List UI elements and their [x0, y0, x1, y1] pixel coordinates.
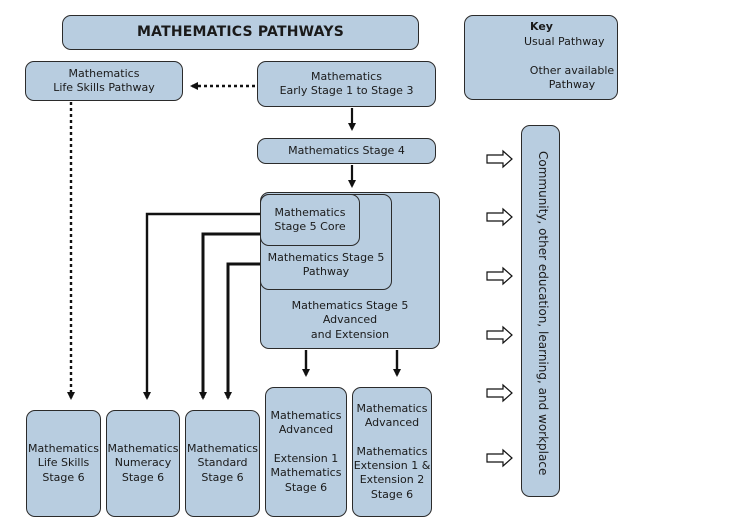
- hollow-arrow: [486, 207, 513, 227]
- key-usual-label: Usual Pathway: [524, 35, 605, 48]
- stage5-core-box: Mathematics Stage 5 Core: [260, 194, 360, 246]
- stage5-advanced-label: Mathematics Stage 5 Advanced and Extensi…: [291, 299, 409, 341]
- arrow-core-to-standard: [199, 232, 260, 400]
- key-heading: Key: [530, 20, 553, 33]
- numeracy-stage6-box: Mathematics Numeracy Stage 6: [106, 410, 180, 517]
- life-skills-pathway-box: Mathematics Life Skills Pathway: [25, 61, 183, 101]
- early-stage-box: Mathematics Early Stage 1 to Stage 3: [257, 61, 436, 107]
- arrow-core-to-numeracy: [143, 212, 260, 400]
- standard-stage6-box: Mathematics Standard Stage 6: [185, 410, 260, 517]
- advanced-ext1-stage6-box: Mathematics Advanced Extension 1 Mathema…: [265, 387, 347, 517]
- stage4-box: Mathematics Stage 4: [257, 138, 436, 164]
- page-title: MATHEMATICS PATHWAYS: [62, 15, 419, 50]
- hollow-arrows: [486, 149, 513, 468]
- arrow-pathway-to-standard: [224, 262, 260, 400]
- hollow-arrow: [486, 448, 513, 468]
- key-other-label: Other available Pathway: [529, 64, 615, 92]
- advanced-ext2-stage6-box: Mathematics Advanced Mathematics Extensi…: [352, 387, 432, 517]
- community-label: Community, other education, learning, an…: [536, 151, 550, 476]
- hollow-arrow: [486, 325, 513, 345]
- community-box: [521, 125, 560, 497]
- hollow-arrow: [486, 383, 513, 403]
- key-box: [464, 15, 618, 100]
- hollow-arrow: [486, 266, 513, 286]
- life-skills-stage6-box: Mathematics Life Skills Stage 6: [26, 410, 101, 517]
- hollow-arrow: [486, 149, 513, 169]
